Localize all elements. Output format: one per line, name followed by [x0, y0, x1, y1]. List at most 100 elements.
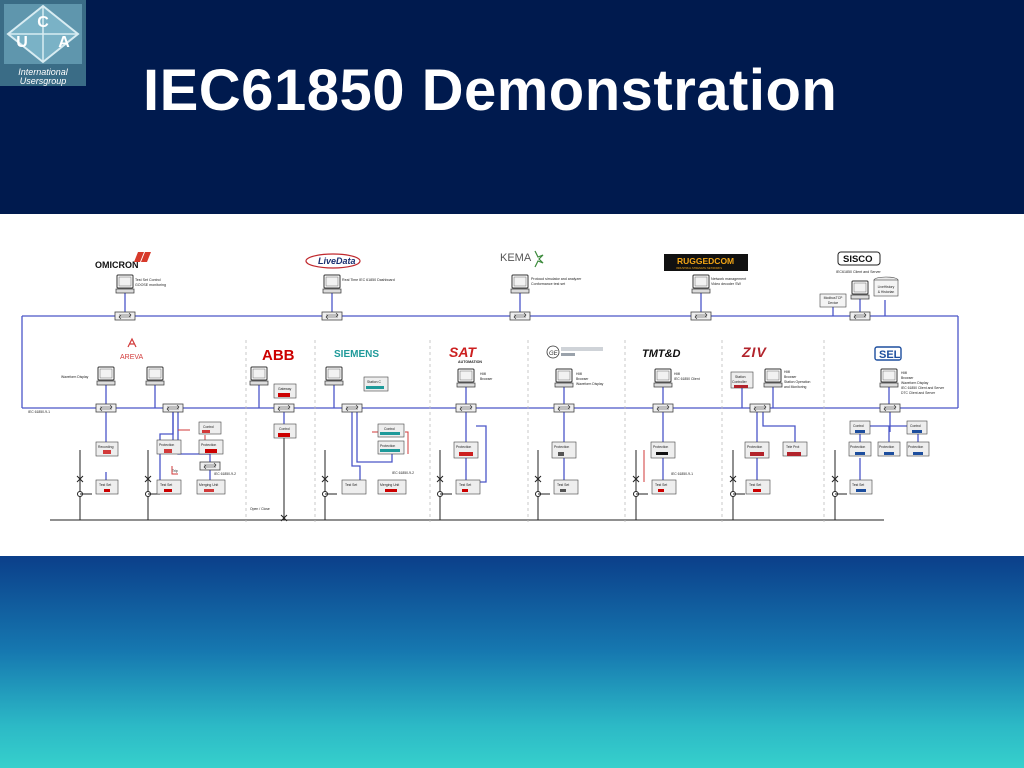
svg-text:Control: Control	[853, 424, 864, 428]
logo-letter-top: C	[37, 14, 49, 31]
svg-text:Browser: Browser	[480, 377, 493, 381]
svg-text:Network management: Network management	[711, 277, 746, 281]
svg-text:Test Set: Test Set	[852, 483, 864, 487]
header-background	[0, 0, 1024, 214]
svg-text:Station: Station	[735, 375, 746, 379]
svg-text:IEC 61850-9-1: IEC 61850-9-1	[671, 472, 693, 476]
svg-text:KEMA: KEMA	[500, 252, 532, 264]
sisco-devices: ModbusTCP Device LiveHistory & Historian	[819, 276, 899, 308]
diagram-panel	[0, 214, 1024, 556]
tmtd-bay: HMI IEC 61850 Client Protection IEC 6185…	[650, 372, 700, 495]
svg-text:Waveform Display: Waveform Display	[61, 375, 89, 379]
sel-bay: HMI Browser Waveform Display IEC 61850 C…	[848, 371, 945, 495]
logo-text-line1: International	[18, 67, 69, 77]
network-lines	[21, 292, 959, 486]
svg-text:Merging Unit: Merging Unit	[380, 483, 399, 487]
ge-bay: HMI Browser Waveform Display Protection …	[551, 372, 604, 495]
svg-text:Control: Control	[910, 424, 921, 428]
svg-text:SEL: SEL	[879, 349, 901, 361]
svg-text:Browser: Browser	[901, 376, 914, 380]
svg-text:LiveHistory: LiveHistory	[878, 285, 895, 289]
vendor-logo-omicron: OMICRON	[95, 252, 151, 270]
svg-text:Protection: Protection	[456, 445, 471, 449]
svg-text:IEC61850 Client and Server: IEC61850 Client and Server	[836, 270, 882, 274]
vendor-logo-siemens: SIEMENS	[334, 349, 379, 360]
svg-text:Waveform Display: Waveform Display	[576, 382, 604, 386]
svg-text:Controller: Controller	[732, 380, 748, 384]
svg-text:IEC 61850 Client and Server: IEC 61850 Client and Server	[901, 386, 945, 390]
svg-text:AUTOMATION: AUTOMATION	[458, 360, 482, 364]
svg-text:Test Set: Test Set	[655, 483, 667, 487]
svg-text:GOOSE monitoring: GOOSE monitoring	[135, 283, 166, 287]
ucaiug-logo: C U A International Usersgroup	[0, 0, 86, 86]
vendor-logo-abb: ABB	[262, 347, 295, 364]
svg-text:IEC 61850 Client: IEC 61850 Client	[674, 377, 700, 381]
svg-text:Protection: Protection	[554, 445, 569, 449]
svg-text:Protection: Protection	[159, 443, 174, 447]
svg-text:Control: Control	[279, 427, 290, 431]
svg-text:RUGGEDCOM: RUGGEDCOM	[677, 256, 734, 266]
svg-text:Test Set: Test Set	[160, 483, 172, 487]
network-diagram: OMICRON LiveData KEMA RUGGEDCOM INDUSTRI…	[21, 250, 959, 522]
svg-text:IEC 61850-9-2: IEC 61850-9-2	[214, 472, 236, 476]
svg-text:Open / Close: Open / Close	[250, 507, 270, 511]
svg-text:Station Operation: Station Operation	[784, 380, 811, 384]
svg-text:Protection: Protection	[747, 445, 762, 449]
svg-text:Protocol simulator and analyze: Protocol simulator and analyzer	[531, 277, 582, 281]
svg-text:IEC 61850-9-1: IEC 61850-9-1	[28, 410, 50, 414]
slide-title: IEC61850 Demonstration	[143, 58, 838, 123]
svg-text:Trip: Trip	[172, 469, 178, 473]
vendor-logo-ruggedcom: RUGGEDCOM INDUSTRIAL STRENGTH NETWORKS	[664, 254, 748, 271]
svg-text:Control: Control	[384, 427, 395, 431]
svg-text:INDUSTRIAL STRENGTH NETWORKS: INDUSTRIAL STRENGTH NETWORKS	[676, 266, 722, 270]
svg-text:Browser: Browser	[784, 375, 797, 379]
svg-text:Test Set: Test Set	[749, 483, 761, 487]
svg-text:DTC Client and Server: DTC Client and Server	[901, 391, 936, 395]
svg-text:Test Set: Test Set	[459, 483, 471, 487]
svg-text:Real Time IEC 61850 Dashboard: Real Time IEC 61850 Dashboard	[342, 278, 395, 282]
primary-lines	[50, 436, 884, 521]
device-brand-tags	[103, 385, 923, 492]
vendor-logo-tmtd: TMT&D	[642, 348, 681, 360]
svg-text:AREVA: AREVA	[120, 354, 144, 361]
sat-bay: HMI Browser Protection Test Set	[453, 372, 493, 495]
svg-text:GE: GE	[549, 351, 559, 357]
svg-text:Merging Unit: Merging Unit	[199, 483, 218, 487]
vendor-logo-sisco: SISCO	[837, 251, 881, 266]
ziv-bay: Station Controller HMI Browser Station O…	[730, 370, 811, 495]
abb-bay: Gateway Control Open / Close	[250, 383, 297, 511]
svg-text:Conformance test set: Conformance test set	[531, 282, 565, 286]
svg-text:Station C: Station C	[367, 380, 381, 384]
svg-text:Test Set: Test Set	[557, 483, 569, 487]
logo-letter-left: U	[16, 34, 28, 51]
svg-text:Waveform Display: Waveform Display	[901, 381, 929, 385]
vendor-logo-livedata: LiveData	[305, 253, 361, 269]
svg-text:Test Set: Test Set	[99, 483, 111, 487]
svg-text:Device: Device	[828, 301, 838, 305]
svg-text:Control: Control	[203, 425, 214, 429]
svg-text:HMI: HMI	[674, 372, 680, 376]
siemens-bay: Station C Control Protection Test Set Me…	[341, 376, 414, 495]
svg-text:HMI: HMI	[901, 371, 907, 375]
areva-bay: Waveform Display IEC 61850-9-1 Recording…	[28, 375, 236, 495]
svg-text:HMI: HMI	[784, 370, 790, 374]
logo-letter-right: A	[58, 34, 70, 51]
svg-text:HMI: HMI	[576, 372, 582, 376]
svg-text:Protection: Protection	[850, 445, 865, 449]
svg-text:Protection: Protection	[879, 445, 894, 449]
svg-text:Video decoder SW: Video decoder SW	[711, 282, 742, 286]
svg-text:and Monitoring: and Monitoring	[784, 385, 807, 389]
top-row-labels: Test Set Control GOOSE monitoring Real T…	[135, 270, 882, 287]
vendor-logo-kema: KEMA	[500, 250, 544, 268]
workstations	[96, 274, 899, 388]
svg-text:Gateway: Gateway	[278, 387, 292, 391]
svg-text:OMICRON: OMICRON	[95, 260, 139, 270]
svg-text:IEC 61850-9-2: IEC 61850-9-2	[392, 471, 414, 475]
svg-text:Protection: Protection	[908, 445, 923, 449]
svg-text:Browser: Browser	[576, 377, 589, 381]
svg-text:HMI: HMI	[480, 372, 486, 376]
svg-text:Test Set Control: Test Set Control	[135, 278, 161, 282]
vendor-logo-sel: SEL	[874, 346, 902, 361]
svg-text:Protection: Protection	[201, 443, 216, 447]
svg-text:Recording: Recording	[98, 445, 114, 449]
